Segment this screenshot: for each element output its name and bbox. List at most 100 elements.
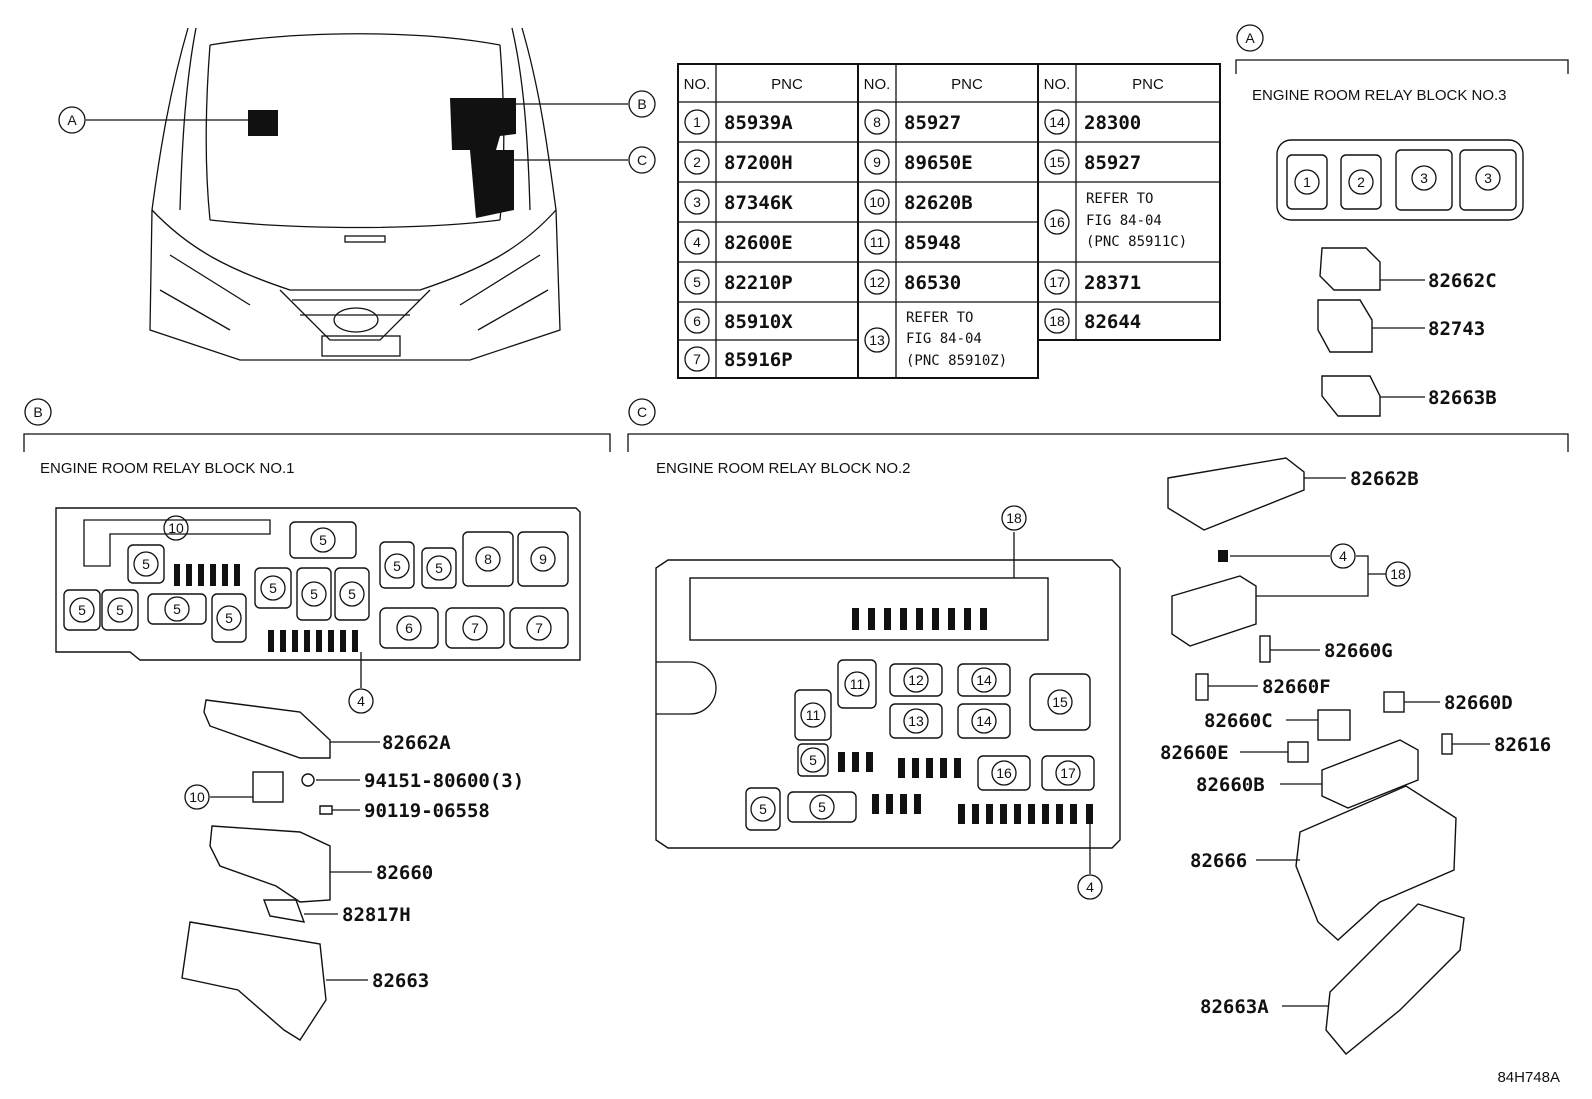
section-a-relay-block-3: A ENGINE ROOM RELAY BLOCK NO.3 1 2 3 3 8… — [1235, 24, 1569, 417]
ref-label: 14 — [976, 713, 992, 729]
row-number: 15 — [1049, 154, 1065, 170]
pnc-value: 85927 — [904, 112, 961, 134]
pnc-value: 82644 — [1084, 311, 1141, 333]
ref-label: 8 — [484, 551, 492, 567]
table-row: 17 28371 — [1044, 269, 1141, 295]
row-number: 13 — [869, 332, 885, 348]
table-header-pnc-1: PNC — [771, 76, 803, 93]
callout-c-label: C — [637, 404, 647, 420]
ref-label: 4 — [357, 693, 365, 709]
pnc-value: 85948 — [904, 232, 961, 254]
part-number: 82743 — [1428, 318, 1485, 340]
ref-label: 13 — [908, 713, 924, 729]
ref-label: 9 — [539, 551, 547, 567]
callout-a — [1236, 24, 1264, 52]
table-row: 4 82600E — [684, 229, 793, 255]
part-number: 82663B — [1428, 387, 1497, 409]
pnc-value: 85939A — [724, 112, 793, 134]
ref-label: 5 — [759, 801, 767, 817]
table-header-no-3: NO. — [1044, 76, 1071, 93]
callout-c-car — [628, 146, 656, 174]
table-row: 2 87200H — [684, 149, 793, 175]
row-number: 2 — [693, 154, 701, 170]
ref-label: 7 — [535, 620, 543, 636]
ref-label: 10 — [168, 520, 184, 536]
table-row: 6 85910X — [684, 308, 793, 334]
callout-c — [628, 398, 656, 426]
block2-title: ENGINE ROOM RELAY BLOCK NO.2 — [656, 460, 911, 477]
ref-label: 6 — [405, 620, 413, 636]
callout-b-car-label: B — [637, 96, 646, 112]
row-number: 16 — [1049, 214, 1065, 230]
callout-c-car-label: C — [637, 152, 647, 168]
relay-cover-part — [1319, 247, 1381, 291]
row-number: 17 — [1049, 274, 1065, 290]
table-row: 3 87346K — [684, 189, 793, 215]
block-1-lower-case-part — [181, 921, 327, 1041]
pnc-value: 89650E — [904, 152, 973, 174]
pnc-value: 82620B — [904, 192, 973, 214]
ref-label: 4 — [1339, 548, 1347, 564]
refer-line-2: FIG 84-04 — [906, 331, 982, 347]
row-number: 8 — [873, 114, 881, 130]
row-number: 3 — [693, 194, 701, 210]
section-c-relay-block-2: C ENGINE ROOM RELAY BLOCK NO.2 18 11 11 … — [627, 398, 1569, 1055]
pnc-value: 82210P — [724, 272, 793, 294]
ref-label: 5 — [319, 532, 327, 548]
table-row: 11 85948 — [864, 229, 961, 255]
part-number: 90119-06558 — [364, 800, 490, 822]
car-front-illustration: A B C — [58, 27, 656, 361]
callout-a-car — [58, 106, 86, 134]
fusible-link-block-part — [1171, 575, 1257, 647]
part-number: 82660C — [1204, 710, 1273, 732]
ref-label: 5 — [393, 558, 401, 574]
ref-label: 5 — [809, 752, 817, 768]
block3-title: ENGINE ROOM RELAY BLOCK NO.3 — [1252, 87, 1507, 104]
ref-label: 5 — [435, 560, 443, 576]
table-header-pnc-3: PNC — [1132, 76, 1164, 93]
part-number: 82660 — [376, 862, 433, 884]
ref-label: 15 — [1052, 694, 1068, 710]
block-2-cover-part — [1167, 457, 1305, 531]
part-number: 82660B — [1196, 774, 1265, 796]
table-row: 10 82620B — [864, 189, 973, 215]
pnc-table: NO. PNC NO. PNC NO. PNC 1 85939A 2 87200… — [677, 63, 1221, 379]
table-row: 18 82644 — [1044, 308, 1141, 334]
block-1-body-part — [209, 825, 331, 903]
table-header-no-1: NO. — [684, 76, 711, 93]
ref-label: 12 — [908, 672, 924, 688]
part-number: 82663A — [1200, 996, 1269, 1018]
ref-label: 5 — [78, 602, 86, 618]
refer-line-3: (PNC 85911C) — [1086, 234, 1187, 250]
ref-label: 14 — [976, 672, 992, 688]
row-number: 10 — [869, 194, 885, 210]
ref-label: 5 — [818, 799, 826, 815]
pnc-value: 87346K — [724, 192, 793, 214]
refer-line-1: REFER TO — [906, 310, 973, 326]
row-number: 11 — [870, 234, 885, 250]
part-number: 82662B — [1350, 468, 1419, 490]
slot-label: 2 — [1357, 174, 1365, 190]
pnc-value: 85927 — [1084, 152, 1141, 174]
slot-label: 1 — [1303, 174, 1311, 190]
ref-label: 11 — [806, 707, 821, 723]
ref-label: 5 — [225, 610, 233, 626]
part-number: 82660F — [1262, 676, 1331, 698]
pnc-value: 28300 — [1084, 112, 1141, 134]
relay-part — [252, 771, 284, 803]
ref-label: 17 — [1060, 765, 1076, 781]
part-number: 82660E — [1160, 742, 1229, 764]
row-number: 18 — [1049, 313, 1065, 329]
ref-label: 5 — [310, 586, 318, 602]
pnc-value: 87200H — [724, 152, 793, 174]
table-row: 14 28300 — [1044, 109, 1141, 135]
part-number: 82662C — [1428, 270, 1497, 292]
block-2-base-part — [1321, 739, 1419, 809]
ref-label: 5 — [173, 601, 181, 617]
table-row: 16 REFER TO FIG 84-04 (PNC 85911C) — [1044, 191, 1187, 250]
table-row: 8 85927 — [864, 109, 961, 135]
row-number: 6 — [693, 313, 701, 329]
table-row: 7 85916P — [684, 346, 793, 372]
